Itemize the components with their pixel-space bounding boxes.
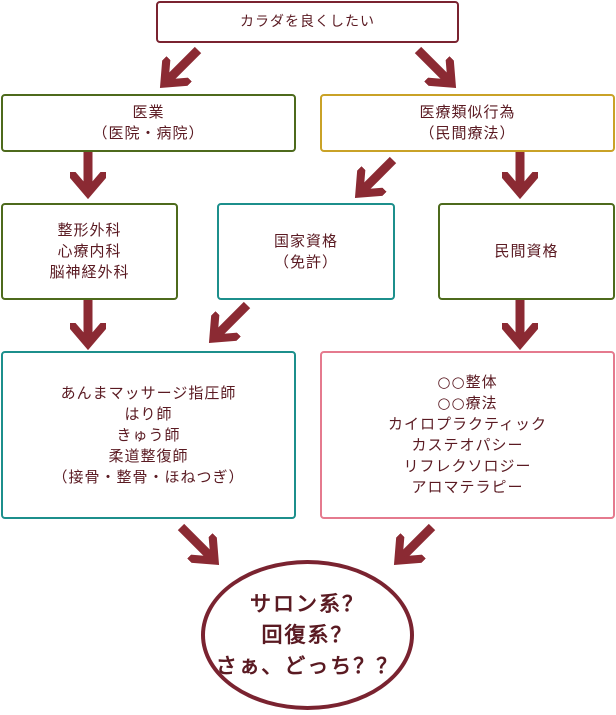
alternative-box: 医療類似行為 （民間療法） <box>320 94 615 152</box>
national-license-subtitle: （免許） <box>273 252 338 271</box>
root-label: カラダを良くしたい <box>240 13 375 30</box>
arrow-root-to-alternative <box>414 46 451 83</box>
conclusion-ellipse: サロン系？ 回復系？ さぁ、どっち？？ <box>201 560 414 710</box>
licensed-therapy-item: （接骨・整骨・ほねつぎ） <box>52 467 245 486</box>
medical-title: 医業 <box>132 103 165 121</box>
medical-subtitle: （医院・病院） <box>92 124 205 142</box>
alternative-title: 医療類似行為 <box>419 103 516 121</box>
licensed-therapy-item: きゅう師 <box>116 425 181 444</box>
private-therapy-item: カイロプラクティック <box>387 415 548 433</box>
conclusion-line: サロン系？ <box>250 591 365 616</box>
conclusion-line: 回復系？ <box>261 622 354 647</box>
arrow-alternative-to-national <box>360 156 397 193</box>
private-therapy-item: ○○療法 <box>437 394 498 412</box>
private-therapies-box: ○○整体 ○○療法 カイロプラクティック カステオパシー リフレクソロジー アロ… <box>320 351 615 519</box>
private-license-box: 民間資格 <box>438 203 615 300</box>
arrow-root-to-medical <box>165 46 202 83</box>
arrow-therapies-to-conclusion <box>177 523 214 560</box>
licensed-therapies-box: あんまマッサージ指圧師 はり師 きゅう師 柔道整復師 （接骨・整骨・ほねつぎ） <box>1 351 296 519</box>
specialties-box: 整形外科 心療内科 脳神経外科 <box>1 203 178 300</box>
national-license-box: 国家資格 （免許） <box>217 203 395 300</box>
private-therapy-item: アロマテラピー <box>411 478 524 496</box>
licensed-therapy-item: あんまマッサージ指圧師 <box>60 383 237 402</box>
licensed-therapy-item: 柔道整復師 <box>108 446 189 465</box>
root-box: カラダを良くしたい <box>156 1 459 43</box>
national-license-title: 国家資格 <box>273 231 338 250</box>
specialty-item: 脳神経外科 <box>49 263 130 281</box>
specialty-item: 心療内科 <box>57 242 122 260</box>
licensed-therapy-item: はり師 <box>124 404 173 423</box>
alternative-subtitle: （民間療法） <box>419 124 516 142</box>
private-therapy-item: カステオパシー <box>411 436 524 454</box>
medical-box: 医業 （医院・病院） <box>1 94 296 152</box>
arrow-national-to-therapies <box>214 301 251 338</box>
private-therapy-item: ○○整体 <box>437 373 498 391</box>
arrow-private-therapies-to-conclusion <box>399 523 436 560</box>
conclusion-line: さぁ、どっち？？ <box>215 653 400 678</box>
specialty-item: 整形外科 <box>57 221 122 239</box>
private-license-title: 民間資格 <box>494 242 559 260</box>
private-therapy-item: リフレクソロジー <box>403 457 532 475</box>
